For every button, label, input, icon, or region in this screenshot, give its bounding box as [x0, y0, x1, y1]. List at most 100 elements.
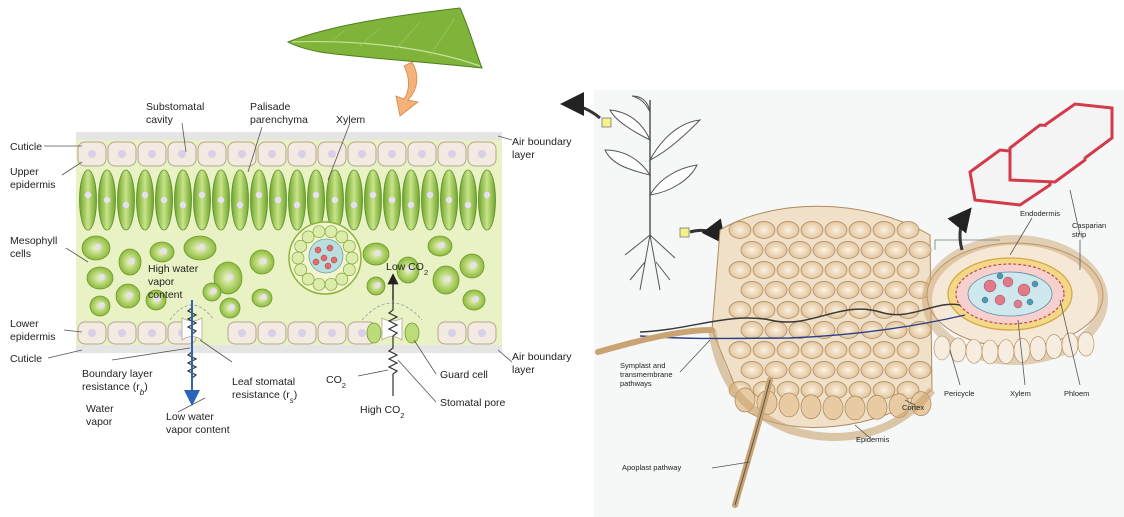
nucleus: [389, 197, 395, 203]
palisade-cell: [175, 170, 192, 230]
label-air-boundary-top-2: layer: [512, 149, 535, 161]
cortex-cell: [873, 222, 895, 239]
nucleus: [358, 329, 366, 337]
nucleus: [180, 202, 186, 208]
pericycle-skirt-cell: [1062, 333, 1078, 357]
cortex-cell: [885, 282, 907, 299]
cortex-cell: [885, 322, 907, 339]
palisade-cell: [232, 170, 249, 230]
nucleus: [332, 197, 338, 203]
label-substomatal-2: cavity: [146, 114, 174, 126]
nucleus: [478, 150, 486, 158]
leaf-section-arrow: [396, 62, 418, 116]
cortex-cell: [741, 282, 763, 299]
cortex-cell: [741, 322, 763, 339]
label-low-water-2: vapor content: [166, 424, 230, 436]
guard-cell-left: [405, 323, 419, 343]
xylem-vessel: [331, 257, 337, 263]
root-epidermal-cell: [867, 395, 887, 419]
nucleus: [445, 276, 451, 282]
nucleus: [446, 197, 452, 203]
label-boundary-resistance-2: resistance (rb): [82, 381, 148, 397]
nucleus: [99, 302, 105, 308]
nucleus: [370, 192, 376, 198]
label-high-co2: High CO2: [360, 404, 404, 420]
label-air-boundary-bottom-1: Air boundary: [512, 351, 572, 363]
stele-vessel: [997, 273, 1003, 279]
nucleus: [88, 150, 96, 158]
cortex-cell: [777, 342, 799, 359]
nucleus: [388, 150, 396, 158]
nucleus: [375, 282, 381, 288]
nucleus: [471, 262, 477, 268]
nucleus: [261, 294, 267, 300]
palisade-cell: [365, 170, 382, 230]
bundle-sheath-cell: [325, 278, 337, 290]
cortex-cell: [825, 262, 847, 279]
label-substomatal-1: Substomatal: [146, 101, 204, 113]
nucleus: [328, 150, 336, 158]
nucleus: [237, 202, 243, 208]
stele-vessel: [984, 280, 996, 292]
cortex-cell: [789, 242, 811, 259]
nucleus: [129, 258, 135, 264]
nucleus: [127, 292, 133, 298]
cortex-cell: [765, 362, 787, 379]
nucleus: [465, 202, 471, 208]
label-symplast-2: transmembrane: [620, 370, 673, 379]
palisade-cell: [251, 170, 268, 230]
cortex-cell: [753, 302, 775, 319]
nucleus: [261, 258, 267, 264]
cortex-cell: [729, 222, 751, 239]
bundle-sheath-cell: [295, 264, 307, 276]
stele-vessel: [1027, 299, 1033, 305]
root-epidermal-cell: [801, 395, 821, 419]
label-water-vapor-1: Water: [86, 403, 114, 415]
cortex-cell: [897, 342, 919, 359]
nucleus: [448, 150, 456, 158]
pericycle-skirt-cell: [982, 340, 998, 364]
cortex-cell: [825, 302, 847, 319]
nucleus: [118, 150, 126, 158]
nucleus: [178, 150, 186, 158]
cortex-cell: [837, 322, 859, 339]
cortex-cell: [789, 282, 811, 299]
bundle-sheath-cell: [343, 240, 355, 252]
cortex-cell: [753, 222, 775, 239]
xylem-vessel: [313, 259, 319, 265]
nucleus: [238, 150, 246, 158]
cortex-cell: [753, 262, 775, 279]
cortex-cell: [825, 342, 847, 359]
label-leaf-stomatal-1: Leaf stomatal: [232, 376, 295, 388]
label-air-boundary-bottom-2: layer: [512, 364, 535, 376]
label-guard-cell: Guard cell: [440, 369, 488, 381]
cortex-cell: [765, 282, 787, 299]
label-xylem-leaf: Xylem: [336, 114, 365, 126]
label-stomatal-pore: Stomatal pore: [440, 397, 506, 409]
label-symplast-3: pathways: [620, 379, 652, 388]
pericycle-skirt-cell: [1078, 332, 1094, 356]
stele-vessel: [1014, 300, 1022, 308]
nucleus: [358, 150, 366, 158]
nucleus: [484, 192, 490, 198]
label-mesophyll-1: Mesophyll: [10, 235, 57, 247]
nucleus: [142, 192, 148, 198]
cortex-cell: [801, 342, 823, 359]
bundle-sheath-cell: [346, 252, 358, 264]
nucleus: [227, 274, 233, 280]
cortex-cell: [909, 242, 931, 259]
cortex-cell: [873, 302, 895, 319]
bundle-sheath-cell: [325, 226, 337, 238]
nucleus: [313, 192, 319, 198]
cortex-cell: [849, 342, 871, 359]
nucleus: [418, 150, 426, 158]
label-boundary-resistance-1: Boundary layer: [82, 368, 153, 380]
nucleus: [351, 202, 357, 208]
label-epidermis: Epidermis: [856, 435, 890, 444]
nucleus: [218, 197, 224, 203]
root-epidermal-cell: [779, 393, 799, 417]
stele-vessel: [1003, 277, 1013, 287]
label-high-water-1: High water: [148, 263, 199, 275]
cortex-cell: [789, 322, 811, 339]
label-palisade-1: Palisade: [250, 101, 290, 113]
